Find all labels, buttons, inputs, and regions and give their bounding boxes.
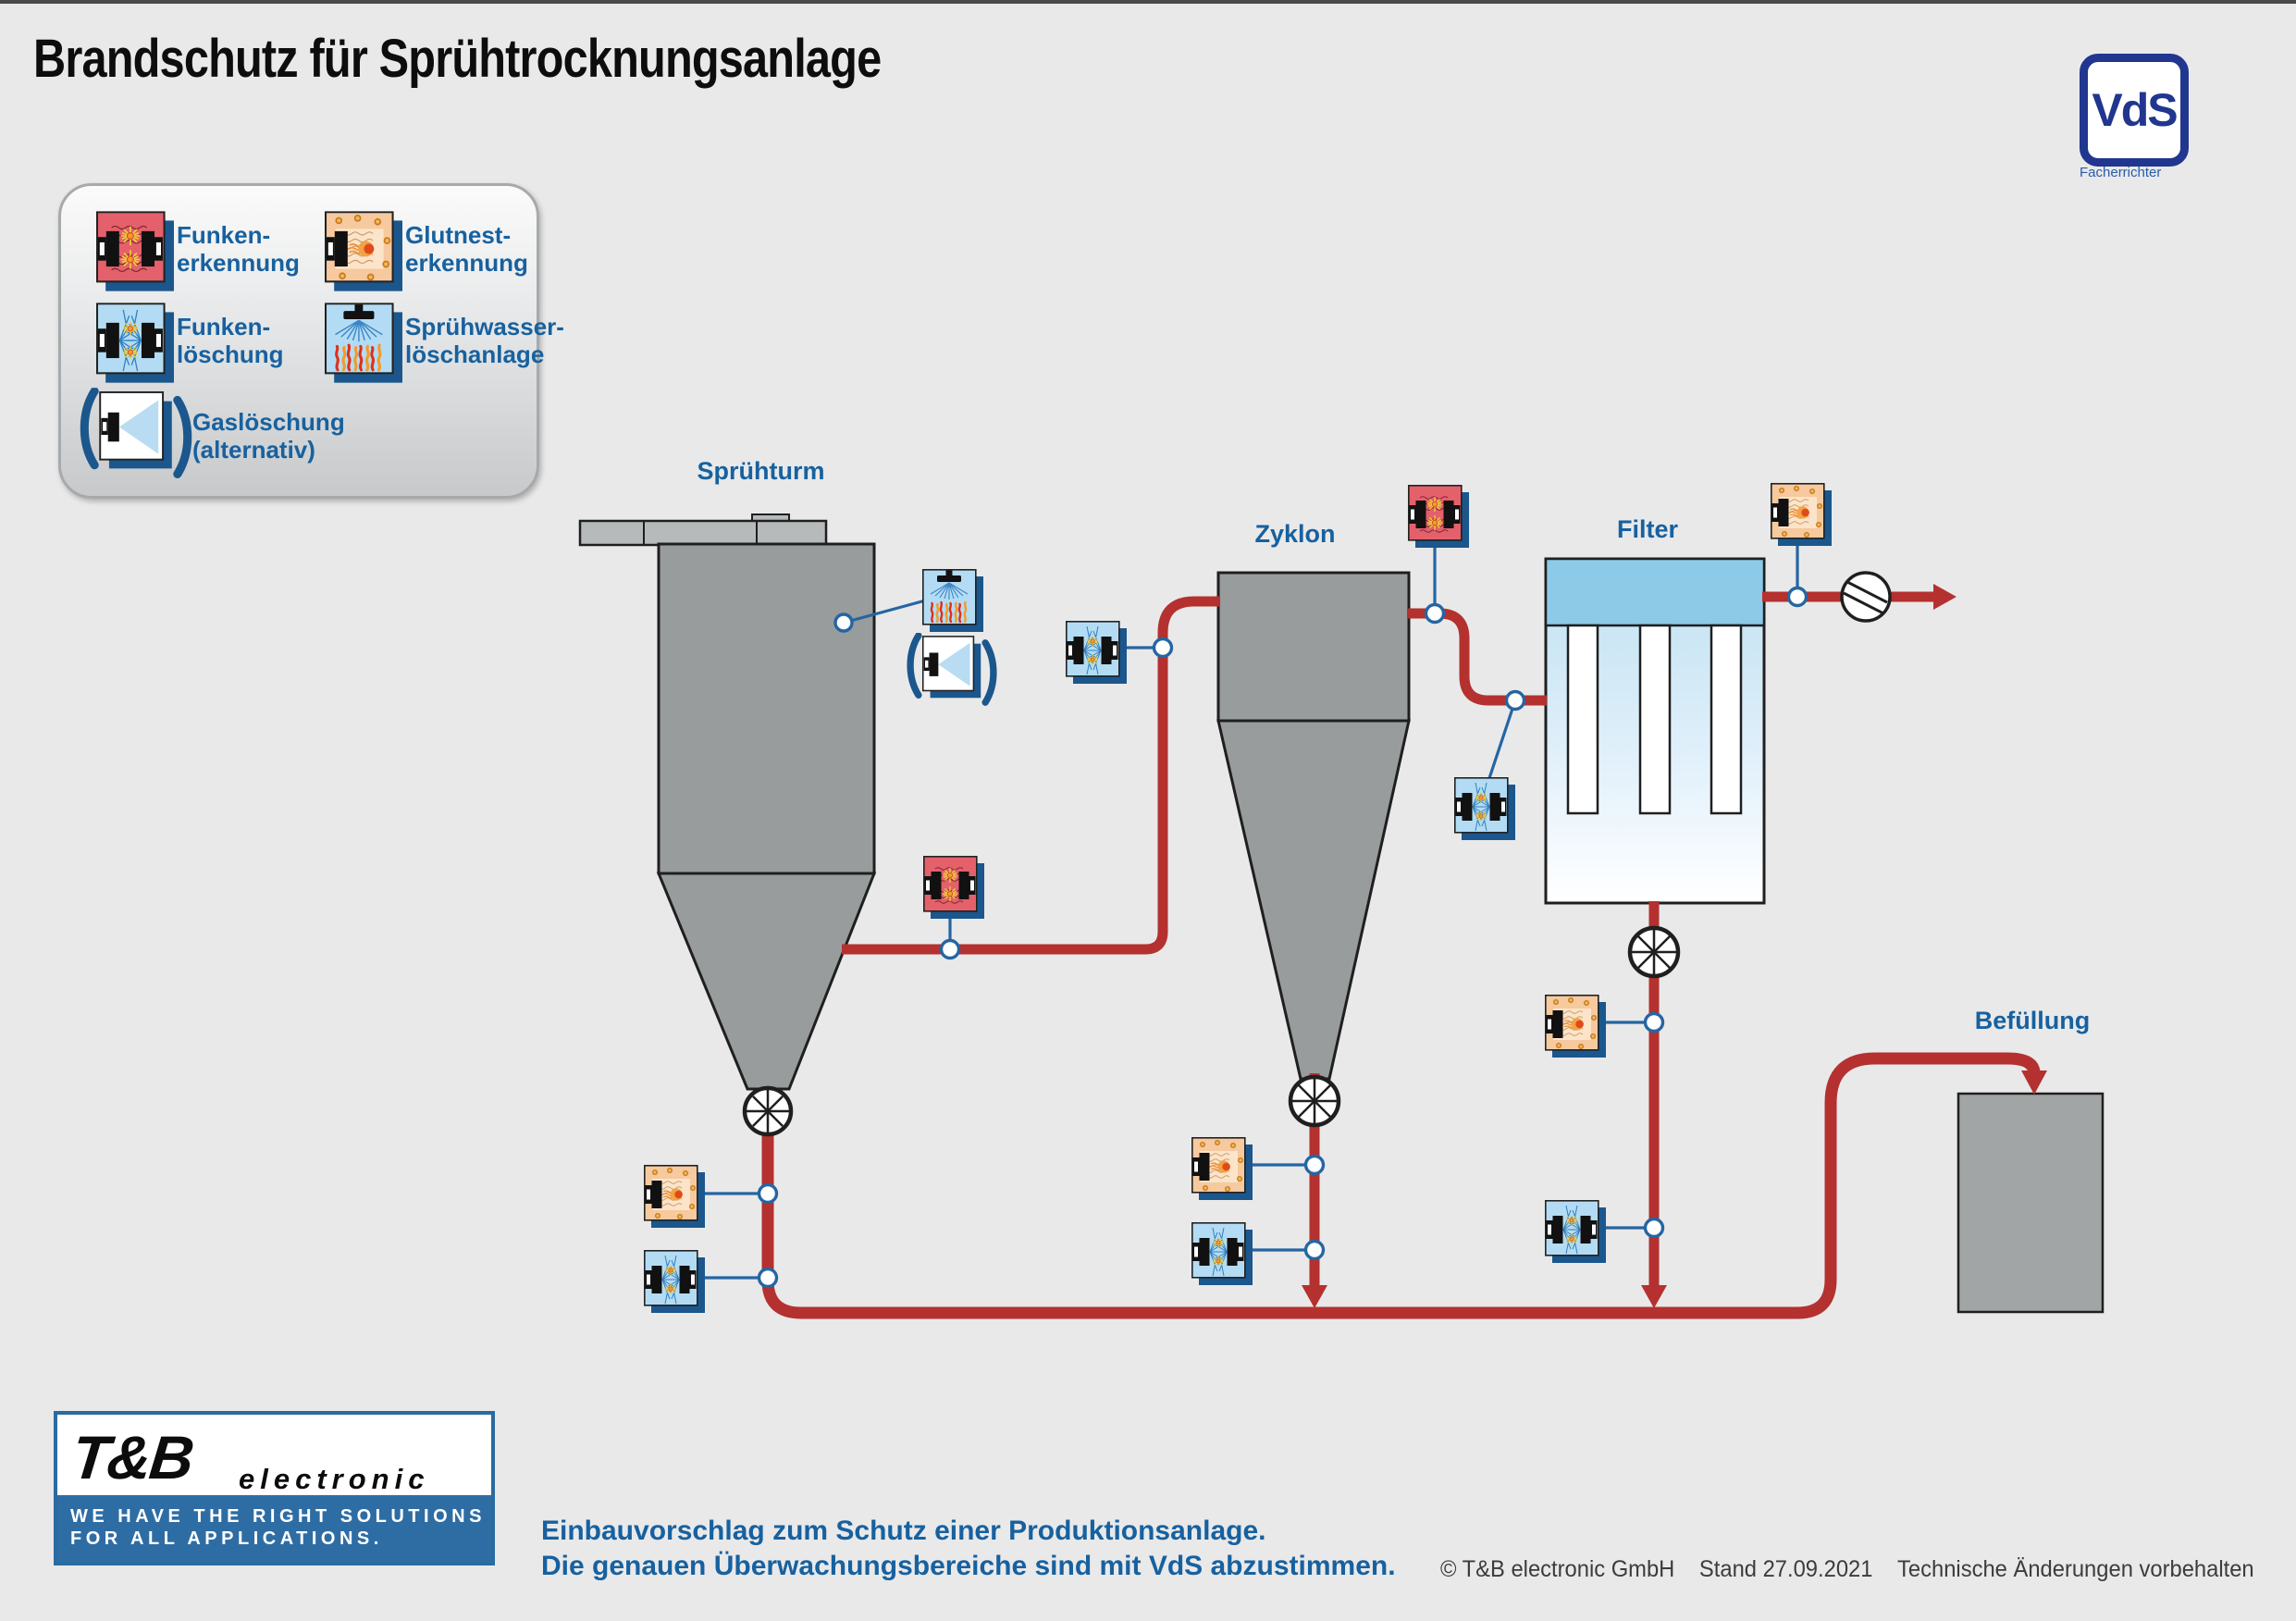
funken-erkennung-icon	[923, 856, 984, 923]
label-filter: Filter	[1616, 515, 1678, 543]
copyright-line: © T&B electronic GmbH Stand 27.09.2021 Tec…	[1440, 1556, 2278, 1583]
tb-logo-electronic: electronic	[239, 1463, 430, 1495]
legend-label-funken-loeschung: Funken-löschung	[177, 313, 284, 368]
funken-loeschung-icon	[1066, 621, 1127, 688]
copyright-date: Stand 27.09.2021	[1698, 1556, 1873, 1582]
legend-label-funken-erkennung: Funken-erkennung	[177, 221, 300, 277]
legend-label-gasloeschung: Gaslöschung(alternativ)	[192, 408, 345, 464]
filling-container-shape	[1957, 1092, 2105, 1314]
legend-label-spruehwasser: Sprühwasser-löschanlage	[405, 313, 564, 368]
funken-loeschung-icon	[1545, 1200, 1606, 1268]
glutnest-erkennung-icon	[1191, 1137, 1253, 1205]
label-zyklon: Zyklon	[1254, 520, 1336, 548]
funken-loeschung-icon	[1191, 1222, 1253, 1290]
spruehwasser-icon	[922, 569, 983, 637]
pipe-nodes	[757, 586, 1808, 1289]
legend-box: Funken-erkennung Glutnest-erkennung Funk…	[58, 183, 564, 499]
funken-erkennung-icon	[1408, 485, 1469, 552]
top-border-line	[0, 0, 2296, 4]
glutnest-erkennung-icon	[1545, 995, 1606, 1062]
copyright-note: Technische Änderungen vorbehalten	[1897, 1556, 2254, 1582]
glutnest-erkennung-icon	[644, 1165, 705, 1232]
rotary-valves	[742, 925, 1681, 1137]
label-befuellung: Befüllung	[1974, 1007, 2091, 1034]
vds-subtitle: Facherrichter	[2080, 165, 2162, 180]
exhaust-fan-icon	[1840, 571, 1892, 623]
funken-loeschung-icon	[1454, 777, 1515, 845]
tb-logo-tagline: WE HAVE THE RIGHT SOLUTIONS FOR ALL APPL…	[57, 1495, 491, 1562]
footer-note-line2: Die genauen Überwachungsbereiche sind mi…	[541, 1551, 1396, 1581]
funken-loeschung-icon	[644, 1250, 705, 1318]
tb-logo-name: T&B	[68, 1423, 196, 1491]
glutnest-erkennung-icon	[1771, 483, 1832, 551]
filter-shape	[1544, 557, 1766, 905]
vds-logo: VdS	[2080, 54, 2189, 167]
pipe-arrowheads	[1302, 584, 2047, 1308]
page-title: Brandschutz für Sprühtrocknungsanlage	[33, 29, 882, 89]
legend-label-glutnest-erkennung: Glutnest-erkennung	[405, 221, 528, 277]
label-spruehturm: Sprühturm	[697, 457, 825, 485]
footer-note-line1: Einbauvorschlag zum Schutz einer Produkt…	[541, 1516, 1266, 1546]
cyclone-shape	[1216, 571, 1411, 1081]
copyright-company: © T&B electronic GmbH	[1440, 1556, 1675, 1582]
tb-electronic-logo: T&B electronic WE HAVE THE RIGHT SOLUTIO…	[54, 1411, 495, 1565]
spray-tower-shape	[578, 514, 877, 1091]
gas-icon	[905, 633, 999, 713]
vds-logo-text: VdS	[2092, 84, 2178, 136]
